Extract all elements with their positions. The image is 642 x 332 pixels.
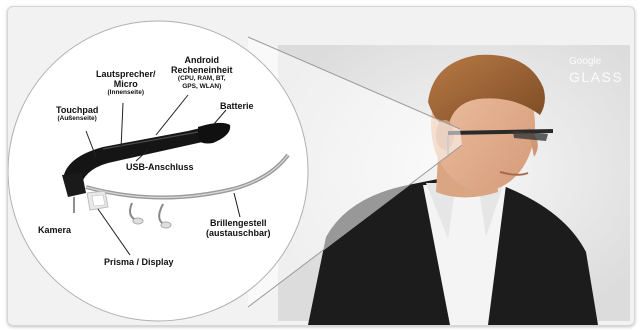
- label-speaker-detail: (Innenseite): [107, 89, 144, 96]
- leader-lines: [73, 94, 241, 256]
- label-speaker-title: Lautsprecher/: [96, 69, 156, 79]
- zoom-cone: [248, 37, 462, 307]
- label-camera: Kamera: [38, 225, 72, 235]
- label-frame-title2: (austauschbar): [206, 228, 271, 238]
- label-touchpad-title: Touchpad: [56, 105, 99, 115]
- glass-device: [62, 122, 290, 229]
- label-prism-display: Prisma / Display: [104, 257, 174, 267]
- google-glass-logo-line1: Google: [569, 56, 602, 67]
- detail-circle: [8, 20, 309, 322]
- figure-card: Android Recheneinheit (CPU, RAM, BT, GPS…: [7, 6, 635, 326]
- label-android-detail: (CPU, RAM, BT,: [177, 75, 226, 82]
- label-touchpad-detail: (Außenseite): [57, 115, 97, 122]
- label-frame: Brillengestell (austauschbar): [206, 218, 271, 238]
- label-speaker: Lautsprecher/ Micro (Innenseite): [96, 69, 156, 97]
- label-android: Android Recheneinheit (CPU, RAM, BT, GPS…: [171, 55, 233, 91]
- label-android-title2: Recheneinheit: [171, 65, 233, 75]
- label-android-title: Android: [184, 55, 220, 65]
- google-glass-logo-line2: GLASS: [569, 69, 624, 85]
- illustration: [8, 20, 630, 325]
- label-speaker-title2: Micro: [113, 79, 138, 89]
- label-android-detail2: GPS, WLAN): [182, 83, 222, 90]
- label-frame-title: Brillengestell: [210, 218, 267, 228]
- label-touchpad: Touchpad (Außenseite): [56, 105, 98, 123]
- label-usb: USB-Anschluss: [126, 162, 194, 172]
- label-battery: Batterie: [220, 101, 254, 111]
- person-photo: [308, 54, 598, 325]
